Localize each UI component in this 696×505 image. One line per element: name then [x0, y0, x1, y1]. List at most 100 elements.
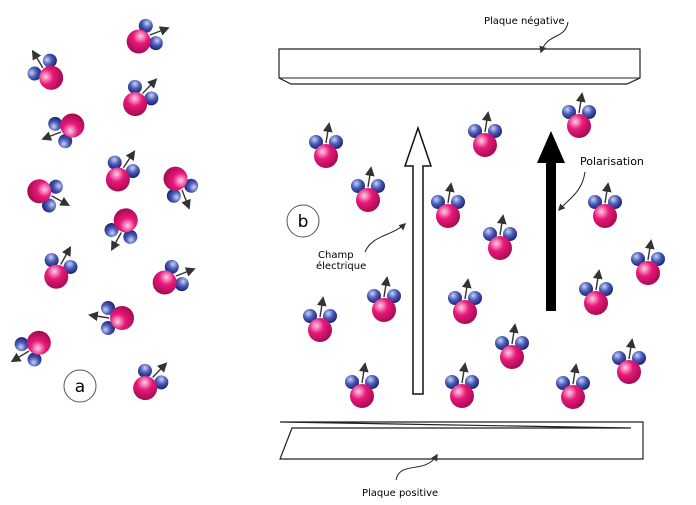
water-molecule [579, 269, 613, 315]
hydrogen-atom [323, 309, 337, 323]
hydrogen-atom [371, 179, 385, 193]
hydrogen-atom [42, 53, 57, 68]
oxygen-atom [453, 300, 477, 324]
water-molecule [556, 363, 590, 409]
hydrogen-atom [48, 179, 63, 194]
dipole-arrow-icon [601, 182, 612, 204]
water-molecule [351, 166, 385, 212]
oxygen-atom [436, 204, 460, 228]
hydrogen-atom [632, 351, 646, 365]
dipole-arrow-icon [461, 278, 472, 300]
water-molecule [495, 323, 529, 369]
water-molecule [163, 166, 199, 210]
hydrogen-atom [451, 195, 465, 209]
oxygen-atom [561, 385, 585, 409]
hydrogen-atom [329, 135, 343, 149]
dipole-arrow-icon [358, 362, 369, 384]
hydrogen-atom [556, 376, 570, 390]
hydrogen-atom [137, 363, 152, 378]
water-molecule [152, 259, 196, 295]
hydrogen-atom [431, 195, 445, 209]
hydrogen-atom [651, 252, 665, 266]
hydrogen-atom [101, 321, 115, 335]
hydrogen-atom [107, 155, 122, 170]
hydrogen-atom [184, 178, 199, 193]
oxygen-atom [350, 384, 374, 408]
water-molecule [345, 362, 379, 408]
hydrogen-atom [612, 351, 626, 365]
hydrogen-atom [576, 376, 590, 390]
hydrogen-atom [125, 164, 140, 179]
water-molecule [44, 245, 78, 289]
panel-a-badge: a [63, 369, 97, 403]
hydrogen-atom [503, 227, 517, 241]
water-molecule [468, 111, 502, 157]
oxygen-atom [488, 236, 512, 260]
dipole-arrow-icon [316, 296, 327, 318]
hydrogen-atom [445, 375, 459, 389]
oxygen-atom [126, 29, 151, 54]
water-molecule [27, 179, 71, 213]
negative-plate-pointer [539, 21, 569, 54]
water-molecule [126, 18, 170, 54]
oxygen-atom [44, 264, 69, 289]
polarisation-pointer [558, 171, 586, 212]
electric-field-arrow [403, 125, 433, 395]
panel-a-label: a [75, 377, 85, 397]
dipole-arrow-icon [508, 323, 519, 345]
oxygen-atom [617, 360, 641, 384]
hydrogen-atom [588, 195, 602, 209]
oxygen-atom [450, 384, 474, 408]
oxygen-atom [152, 270, 177, 295]
oxygen-atom [110, 306, 134, 330]
hydrogen-atom [104, 223, 119, 238]
dipole-arrow-icon [322, 122, 333, 144]
hydrogen-atom [154, 375, 169, 390]
hydrogen-atom [387, 289, 401, 303]
hydrogen-atom [515, 336, 529, 350]
oxygen-atom [60, 113, 85, 138]
hydrogen-atom [27, 66, 42, 81]
hydrogen-atom [468, 124, 482, 138]
dipole-arrow-icon [364, 166, 375, 188]
hydrogen-atom [599, 282, 613, 296]
dipole-arrow-icon [142, 78, 158, 94]
dipole-arrow-icon [458, 362, 469, 384]
hydrogen-atom [448, 291, 462, 305]
panel-b-label: b [298, 212, 309, 232]
water-molecule [612, 338, 646, 384]
hydrogen-atom [345, 375, 359, 389]
oxygen-atom [308, 318, 332, 342]
positive-plate-pointer [395, 453, 438, 481]
water-molecule [448, 278, 482, 324]
oxygen-atom [584, 291, 608, 315]
panel-b-badge: b [286, 204, 320, 238]
oxygen-atom [314, 144, 338, 168]
positive-plate [279, 421, 644, 460]
hydrogen-atom [468, 291, 482, 305]
water-molecule [483, 214, 517, 260]
dipole-arrow-icon [51, 195, 71, 207]
oxygen-atom [113, 208, 138, 233]
hydrogen-atom [562, 105, 576, 119]
dipole-arrow-icon [10, 350, 30, 363]
dipole-arrow-icon [149, 26, 170, 36]
electric-field-pointer [364, 223, 407, 253]
hydrogen-atom [483, 227, 497, 241]
water-molecule [631, 239, 665, 285]
hydrogen-atom [138, 18, 153, 33]
dipole-arrow-icon [41, 131, 62, 141]
hydrogen-atom [63, 259, 78, 274]
hydrogen-atom [631, 252, 645, 266]
dipole-arrow-icon [481, 111, 492, 133]
oxygen-atom [163, 166, 188, 191]
dipole-arrow-icon [496, 214, 507, 236]
oxygen-atom [593, 204, 617, 228]
hydrogen-atom [351, 179, 365, 193]
water-molecule [27, 49, 64, 90]
dipole-arrow-icon [644, 239, 655, 261]
dipole-arrow-icon [110, 232, 122, 252]
molecules-group [10, 18, 665, 409]
water-molecule [88, 301, 134, 335]
dipole-arrow-icon [444, 182, 455, 204]
